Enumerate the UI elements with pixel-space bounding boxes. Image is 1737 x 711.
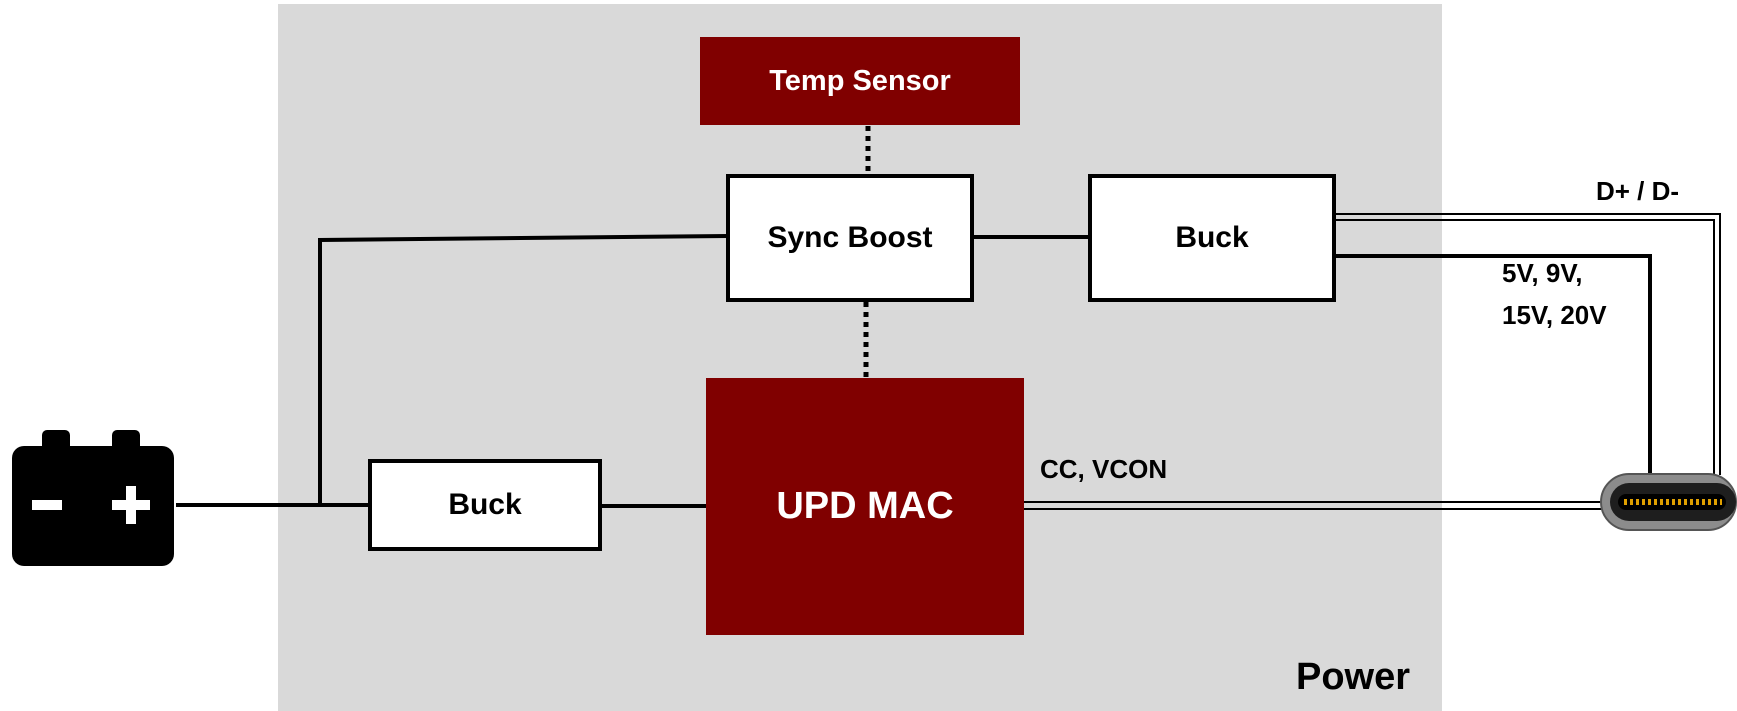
data-lines-label: D+ / D- [1596,176,1680,206]
temp-sensor-label: Temp Sensor [769,64,951,97]
wire-data-lines-outer [1334,213,1721,475]
buck-bottom-label: Buck [448,488,522,521]
buck-top-block: Buck [1088,174,1336,302]
upd-mac-label: UPD MAC [776,485,954,527]
buck-bottom-block: Buck [368,459,602,551]
wire-data-lines-inner [1334,219,1715,475]
voltages-label-line1: 5V, 9V, [1502,258,1583,288]
cc-vcon-label: CC, VCON [1040,454,1168,484]
upd-mac-block: UPD MAC [706,378,1024,635]
voltages-label-line2: 15V, 20V [1502,300,1607,330]
power-region-label: Power [1296,656,1411,698]
usb-c-connector-icon [1600,473,1737,531]
sync-boost-label: Sync Boost [767,221,933,254]
battery-icon [12,430,174,566]
sync-boost-block: Sync Boost [726,174,974,302]
buck-top-label: Buck [1175,221,1249,254]
wire-battery-sync-boost [318,234,729,505]
wire-vbus [1334,254,1652,475]
temp-sensor-block: Temp Sensor [700,37,1020,125]
